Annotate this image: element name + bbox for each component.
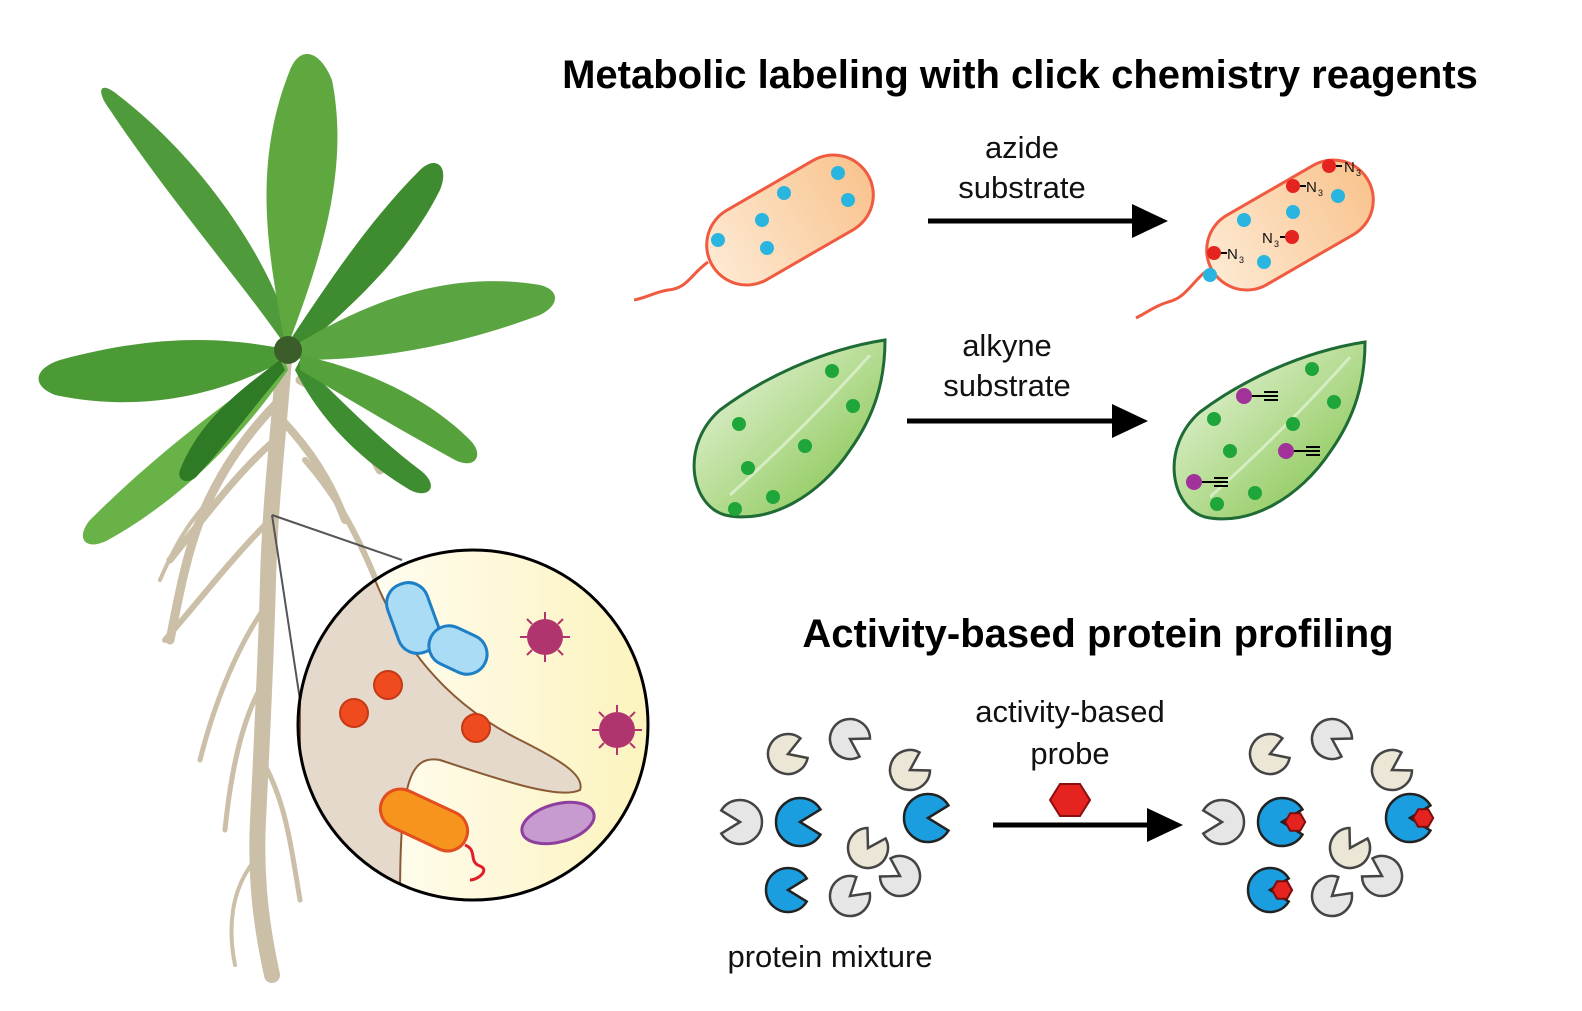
- protein: [846, 826, 890, 870]
- green-dot: [1248, 486, 1262, 500]
- protein: [828, 874, 872, 918]
- alkyne-label: alkyne: [962, 328, 1052, 363]
- cyan-dot: [1257, 255, 1271, 269]
- cyan-dot: [711, 233, 725, 247]
- protein: [1201, 798, 1246, 846]
- abpp-title: Activity-based protein profiling: [802, 612, 1393, 656]
- green-dot: [1286, 417, 1300, 431]
- svg-text:N: N: [1227, 246, 1238, 263]
- svg-text:3: 3: [1318, 188, 1323, 198]
- probe-hexagon-icon: [1270, 880, 1294, 900]
- alkyne-substrate-label: substrate: [943, 368, 1071, 403]
- cyan-dot: [1331, 189, 1345, 203]
- probe-label: activity-based: [975, 694, 1165, 729]
- green-dot: [825, 364, 839, 378]
- svg-text:N: N: [1344, 159, 1355, 176]
- protein: [1370, 748, 1414, 792]
- zoom-inset: [296, 548, 650, 902]
- cyan-dot: [1237, 213, 1251, 227]
- green-dot: [728, 502, 742, 516]
- protein: [902, 792, 951, 844]
- virus-particle: [592, 705, 642, 755]
- protein: [1248, 732, 1292, 776]
- protein-bound-probe: [1384, 792, 1435, 844]
- green-dot: [1327, 395, 1341, 409]
- cyan-dot: [1203, 268, 1217, 282]
- alkyne-label-group: [1278, 443, 1320, 459]
- green-dot: [1305, 362, 1319, 376]
- blue-bacterium: [427, 624, 489, 676]
- alkyne-label-group: [1236, 388, 1278, 404]
- svg-text:3: 3: [1356, 168, 1361, 178]
- root-exudate-dot: [461, 713, 491, 743]
- cyan-dot: [755, 213, 769, 227]
- leaf-unlabeled: [692, 338, 887, 519]
- cyan-dot: [1286, 205, 1300, 219]
- alkyne-label-group: [1186, 474, 1228, 490]
- azide-arrow-head: [1132, 204, 1168, 238]
- green-dot: [798, 439, 812, 453]
- green-dot: [1207, 412, 1221, 426]
- root-exudate-dot: [339, 698, 369, 728]
- protein: [766, 732, 810, 776]
- svg-text:3: 3: [1239, 255, 1244, 265]
- probe-hexagon-icon: [1284, 812, 1307, 832]
- protein-mixture-unlabeled: [719, 717, 951, 918]
- green-dot: [732, 417, 746, 431]
- alkyne-arrow-head: [1112, 404, 1148, 438]
- protein-bound-probe: [1246, 866, 1294, 914]
- orange-bacterium: [378, 787, 486, 882]
- protein-bound-probe: [1256, 796, 1307, 848]
- probe-hexagon-icon: [1412, 808, 1435, 828]
- azide-label-group: N 3: [1207, 246, 1244, 265]
- green-dot: [1210, 497, 1224, 511]
- cyan-dot: [841, 193, 855, 207]
- green-dot: [846, 399, 860, 413]
- purple-bacterium: [520, 800, 596, 846]
- blue-bacterium: [385, 581, 441, 655]
- green-dot: [766, 490, 780, 504]
- protein: [888, 748, 932, 792]
- protein: [1328, 826, 1372, 870]
- svg-text:N: N: [1306, 179, 1317, 196]
- plant-illustration: [38, 53, 650, 983]
- protein: [764, 866, 809, 914]
- protein: [878, 854, 922, 898]
- protein-mixture-labeled: [1201, 717, 1435, 918]
- protein-mixture-label: protein mixture: [727, 939, 932, 974]
- metabolic-labeling-title: Metabolic labeling with click chemistry …: [562, 53, 1478, 97]
- bacterium-unlabeled: [633, 153, 875, 302]
- protein: [828, 717, 872, 761]
- azide-label-group: N 3: [1286, 179, 1323, 198]
- protein: [1310, 874, 1354, 918]
- svg-text:3: 3: [1274, 239, 1279, 249]
- zoom-line-top: [271, 514, 403, 561]
- probe-hexagon-icon: [1048, 783, 1092, 817]
- protein: [719, 798, 764, 846]
- protein: [1310, 717, 1354, 761]
- azide-label: azide: [985, 130, 1059, 165]
- bacterium-labeled: N 3 N 3 N 3 N 3: [1135, 158, 1375, 320]
- plant-roots: [158, 337, 385, 983]
- zoom-line-bottom: [271, 514, 301, 701]
- cyan-dot: [831, 166, 845, 180]
- probe-label-line2: probe: [1030, 736, 1109, 771]
- azide-substrate-label: substrate: [958, 170, 1086, 205]
- cyan-dot: [760, 241, 774, 255]
- plant-leaves: [38, 53, 555, 545]
- protein: [774, 796, 823, 848]
- leaf-labeled: [1172, 340, 1367, 521]
- green-dot: [1223, 444, 1237, 458]
- green-dot: [741, 461, 755, 475]
- protein: [1360, 854, 1404, 898]
- virus-particle: [520, 612, 570, 662]
- cyan-dot: [777, 186, 791, 200]
- azide-label-group: N 3: [1322, 159, 1361, 178]
- abpp-arrow-head: [1147, 808, 1183, 842]
- root-exudate-dot: [373, 670, 403, 700]
- svg-text:N: N: [1262, 230, 1273, 247]
- azide-label-group: N 3: [1262, 230, 1299, 249]
